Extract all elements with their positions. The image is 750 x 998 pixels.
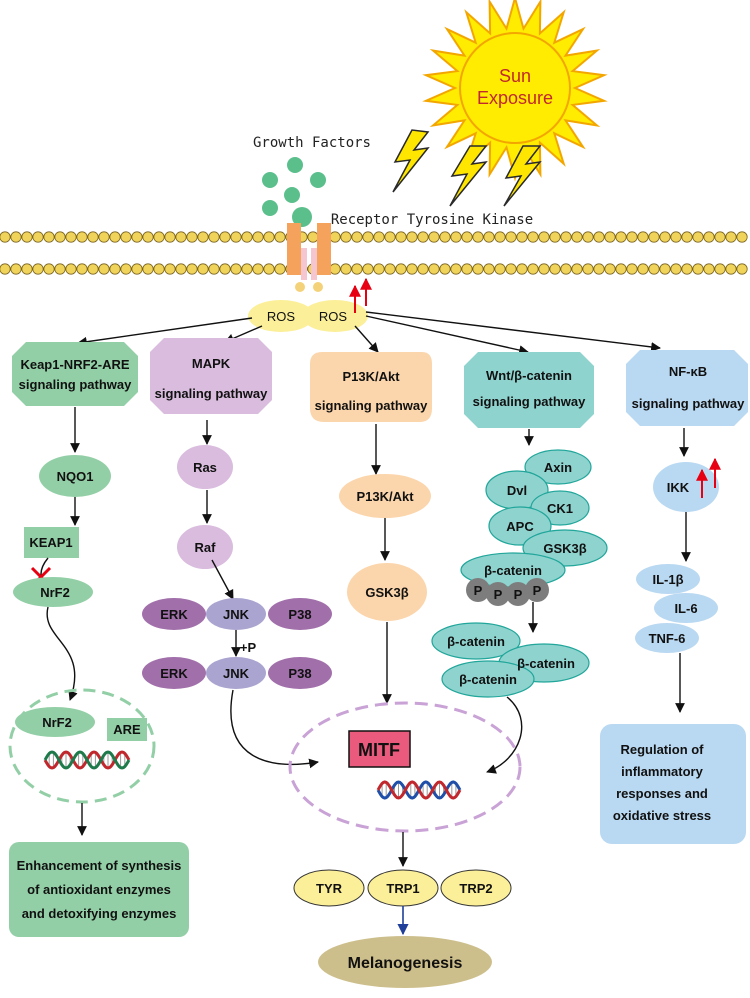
are-label: ARE — [113, 722, 141, 737]
sun-label-line2: Exposure — [477, 88, 553, 108]
svg-text:inflammatory: inflammatory — [621, 764, 703, 779]
receptor-tyrosine-kinase — [287, 223, 331, 292]
lightning-icon — [449, 145, 488, 207]
svg-text:and detoxifying enzymes: and detoxifying enzymes — [22, 906, 177, 921]
beta-catenin-label: β-catenin — [484, 563, 542, 578]
sun: Sun Exposure — [422, 0, 608, 182]
melanogenesis-node — [318, 936, 492, 988]
antioxidant-outcome-box — [9, 842, 189, 937]
phosphorylation-label: +P — [240, 640, 257, 655]
keap1-label: KEAP1 — [29, 535, 72, 550]
svg-text:Enhancement of synthesis: Enhancement of synthesis — [17, 858, 182, 873]
phosphate-label: P — [514, 587, 523, 602]
svg-text:signaling pathway: signaling pathway — [155, 386, 268, 401]
phosphate-label: P — [474, 583, 483, 598]
beta-catenin-label: β-catenin — [517, 656, 575, 671]
beta-catenin-label: β-catenin — [459, 672, 517, 687]
svg-text:P13K/Akt: P13K/Akt — [342, 369, 400, 384]
il6-label: IL-6 — [674, 601, 697, 616]
phosphate-label: P — [533, 583, 542, 598]
pathway-wnt: Wnt/β-catenin signaling pathway — [464, 352, 594, 428]
tnf-label: TNF-6 — [649, 631, 686, 646]
nqo1-label: NQO1 — [57, 469, 94, 484]
svg-text:signaling pathway: signaling pathway — [632, 396, 745, 411]
svg-text:Keap1-NRF2-ARE: Keap1-NRF2-ARE — [20, 357, 129, 372]
trp2-label: TRP2 — [459, 881, 492, 896]
nrf2-label: NrF2 — [40, 585, 70, 600]
apc-label: APC — [506, 519, 534, 534]
jnk-label: JNK — [223, 607, 250, 622]
il1b-label: IL-1β — [652, 572, 683, 587]
dvl-label: Dvl — [507, 483, 527, 498]
gsk3b-label: GSK3β — [365, 585, 408, 600]
svg-text:NF-κB: NF-κB — [669, 364, 707, 379]
nucleus-keap1 — [8, 688, 156, 804]
svg-text:signaling pathway: signaling pathway — [19, 377, 132, 392]
dna-icon — [43, 750, 131, 770]
ras-label: Ras — [193, 460, 217, 475]
ros-label: ROS — [267, 309, 296, 324]
svg-text:MAPK: MAPK — [192, 356, 231, 371]
enzymes: TYR TRP1 TRP2 — [293, 869, 512, 907]
svg-text:Wnt/β-catenin: Wnt/β-catenin — [486, 368, 572, 383]
pathway-keap1: Keap1-NRF2-ARE signaling pathway — [12, 342, 138, 406]
inflammation-outcome-box — [600, 724, 746, 844]
wnt-branch: Axin Dvl CK1 APC GSK3β β-catenin P P P P… — [431, 429, 608, 774]
raf-label: Raf — [195, 540, 217, 555]
nqo1-node — [39, 455, 111, 497]
svg-text:responses and: responses and — [616, 786, 708, 801]
lightning-icon — [503, 145, 542, 207]
cell-membrane — [0, 231, 750, 275]
melanogenesis-label: Melanogenesis — [348, 955, 463, 972]
svg-text:oxidative stress: oxidative stress — [613, 808, 711, 823]
ikk-label: IKK — [667, 480, 690, 495]
ras-node — [177, 445, 233, 489]
jnk-label: JNK — [223, 666, 250, 681]
erk-label: ERK — [160, 666, 188, 681]
dna-icon — [376, 780, 462, 800]
tyr-label: TYR — [316, 881, 343, 896]
svg-text:signaling pathway: signaling pathway — [315, 398, 428, 413]
keap1-branch: NQO1 KEAP1 NrF2 NrF2 ARE Enhancement of … — [8, 407, 189, 937]
svg-text:of antioxidant enzymes: of antioxidant enzymes — [27, 882, 171, 897]
keap1-node — [24, 527, 79, 558]
nucleus-mitf: MITF — [288, 701, 522, 833]
axin-label: Axin — [544, 460, 572, 475]
phosphate-label: P — [494, 587, 503, 602]
svg-text:signaling pathway: signaling pathway — [473, 394, 586, 409]
p38-label: P38 — [288, 607, 311, 622]
raf-node — [177, 525, 233, 569]
ros-label: ROS — [319, 309, 348, 324]
ck1-label: CK1 — [547, 501, 573, 516]
trp1-label: TRP1 — [386, 881, 419, 896]
growth-factor-molecules — [262, 157, 326, 227]
growth-factors-label: Growth Factors — [253, 135, 371, 151]
ros-group: ROS ROS — [248, 277, 372, 332]
beta-catenin-label: β-catenin — [447, 634, 505, 649]
gsk3b-label: GSK3β — [543, 541, 586, 556]
nucleus-nrf2-label: NrF2 — [42, 715, 72, 730]
svg-text:Regulation of: Regulation of — [620, 742, 704, 757]
pathway-mapk: MAPK signaling pathway — [150, 338, 272, 414]
nfkb-branch: IKK IL-1β IL-6 TNF-6 Regulation of infla… — [600, 428, 746, 844]
lightning-icon — [392, 129, 430, 193]
pi3k-branch: P13K/Akt GSK3β — [339, 424, 431, 704]
mapk-branch: Ras Raf ERK JNK P38 +P ERK JNK P38 — [142, 420, 332, 769]
sun-label-line1: Sun — [499, 66, 531, 86]
pathway-nfkb: NF-κB signaling pathway — [626, 350, 748, 426]
mitf-label: MITF — [358, 740, 400, 760]
ros-arrows — [77, 311, 661, 355]
pathway-pi3k-akt: P13K/Akt signaling pathway — [310, 352, 432, 422]
nrf2-node — [13, 577, 93, 607]
receptor-label: Receptor Tyrosine Kinase — [331, 212, 533, 228]
lightning-icons — [392, 129, 542, 207]
erk-label: ERK — [160, 607, 188, 622]
pi3k-akt-label: P13K/Akt — [356, 489, 414, 504]
p38-label: P38 — [288, 666, 311, 681]
